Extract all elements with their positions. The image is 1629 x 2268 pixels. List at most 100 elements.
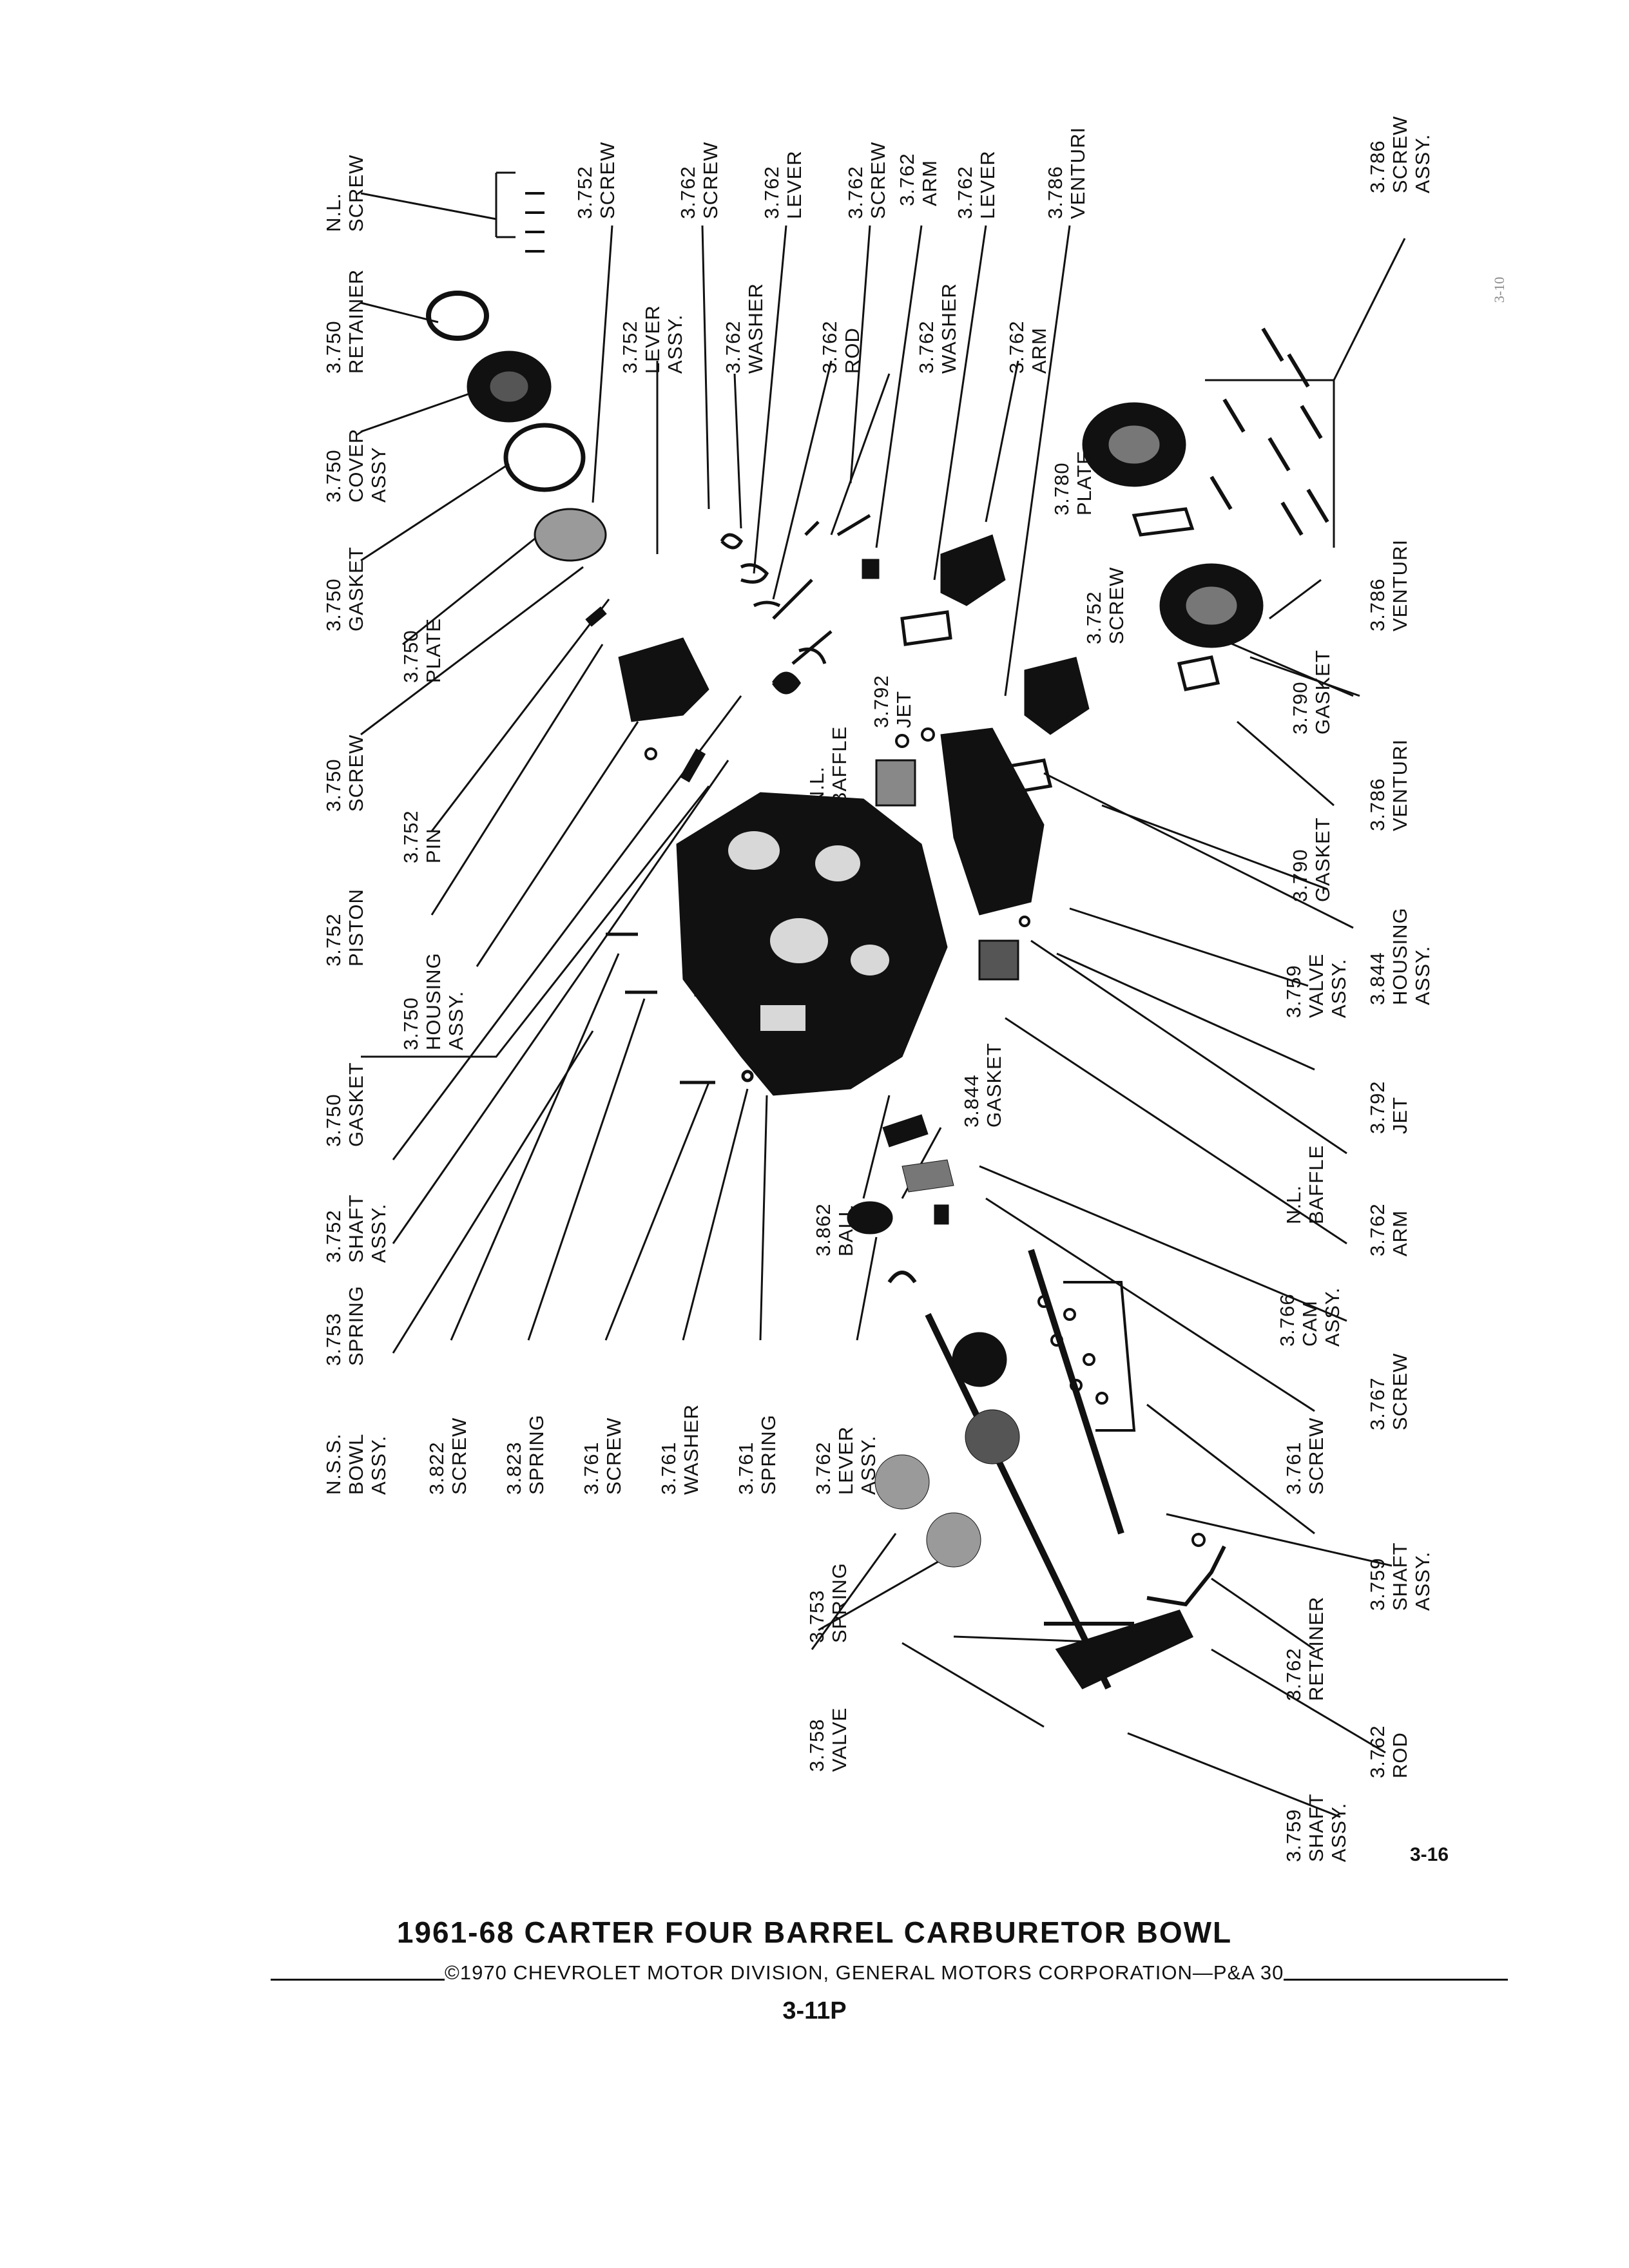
callout-line: SCREW — [596, 141, 619, 219]
callout-line: SCREW — [1105, 566, 1128, 644]
callout-line: N.L. — [322, 193, 345, 232]
housing — [618, 637, 709, 722]
callout-baffle-nl-a: N.L.BAFFLE — [805, 726, 851, 805]
callout-line: 3.786 — [1366, 778, 1389, 831]
callout-line: 3.750 — [400, 997, 422, 1050]
callout-line: 3.753 — [322, 1312, 345, 1366]
callout-line: PLATE — [1073, 450, 1095, 515]
callout-line: GASKET — [345, 1062, 367, 1147]
cam-3766-part — [901, 1159, 954, 1193]
retainer-ring — [426, 291, 489, 341]
callout-line: N.L. — [1282, 1185, 1305, 1224]
callout-line: VALVE — [1305, 953, 1327, 1018]
rule-left — [271, 1979, 445, 1981]
callout-line: 3.766 — [1276, 1293, 1298, 1347]
callout-line: 3.844 — [1366, 952, 1389, 1005]
callout-line: ASSY. — [1327, 1802, 1350, 1862]
callout-line: 3.762 — [1005, 320, 1028, 374]
callout-line: SHAFT — [1305, 1793, 1327, 1862]
callout-line: 3.762 — [896, 153, 918, 206]
callout-line: ASSY. — [664, 314, 686, 374]
throttle-valve-2 — [965, 1409, 1020, 1465]
callout-line: SCREW — [699, 141, 722, 219]
callout-line: 3.762 — [818, 320, 841, 374]
callout-line: 3.750 — [322, 320, 345, 374]
callout-line: 3.758 — [805, 1718, 828, 1772]
callout-line: 3.762 — [954, 166, 976, 219]
callout-line: CAM — [1298, 1300, 1321, 1347]
callout-line: 3.759 — [1366, 1557, 1389, 1611]
venturi-screws — [1210, 327, 1329, 536]
callout-line: ASSY — [367, 447, 390, 503]
callout-line: 3.762 — [677, 166, 699, 219]
housing-3844 — [940, 727, 1045, 916]
callout-line: 3.750 — [322, 1093, 345, 1147]
callout-line: 3.753 — [805, 1590, 828, 1643]
callout-line: ARM — [1389, 1210, 1411, 1256]
callout-line: 3.767 — [1366, 1377, 1389, 1430]
page-title: 1961-68 CARTER FOUR BARREL CARBURETOR BO… — [396, 1916, 1233, 1949]
callout-line: 3.786 — [1366, 140, 1389, 193]
callout-line: 3.752 — [400, 810, 422, 863]
sheet-number: 3-11P — [782, 1997, 847, 2024]
callout-line: LEVER — [976, 150, 999, 219]
gasket-3844-part — [900, 610, 952, 646]
callout-line: SCREW — [345, 154, 367, 232]
callout-line: ASSY. — [445, 990, 467, 1050]
lower-screws — [1037, 1281, 1136, 1432]
callout-line: WASHER — [744, 283, 767, 374]
callout-line: PLATE — [422, 618, 445, 683]
callout-line: SCREW — [1389, 115, 1411, 193]
callout-line: SCREW — [1389, 1352, 1411, 1430]
callout-line: SPRING — [525, 1414, 548, 1495]
callout-line: SCREW — [867, 141, 889, 219]
callout-line: 3.762 — [722, 320, 744, 374]
callout-line: RETAINER — [345, 269, 367, 374]
callout-line: N.S.S. — [322, 1433, 345, 1495]
callout-line: PISTON — [345, 889, 367, 966]
callout-line: 3.761 — [735, 1441, 757, 1495]
callout-line: 3.762 — [915, 320, 938, 374]
callout-line: SHAFT — [345, 1194, 367, 1263]
throttle-valve-3 — [874, 1454, 930, 1510]
parts-artwork — [426, 192, 1329, 1690]
callout-line: ARM — [918, 160, 941, 206]
callout-line: 3.752 — [1083, 591, 1105, 644]
callout-line: SCREW — [448, 1417, 470, 1495]
callout-line: GASKET — [1311, 817, 1334, 902]
throttle-valve-4 — [926, 1512, 981, 1568]
callout-line: HOUSING — [422, 952, 445, 1050]
callout-baffle-nl-b: N.L.BAFFLE — [1282, 1145, 1327, 1224]
venturi-middle — [1024, 657, 1090, 735]
callout-line: 3.750 — [322, 449, 345, 503]
callout-line: 3.759 — [1282, 965, 1305, 1018]
callout-line: COVER — [345, 428, 367, 503]
callout-line: 3.759 — [1282, 1809, 1305, 1862]
callout-line: ASSY. — [367, 1435, 390, 1495]
